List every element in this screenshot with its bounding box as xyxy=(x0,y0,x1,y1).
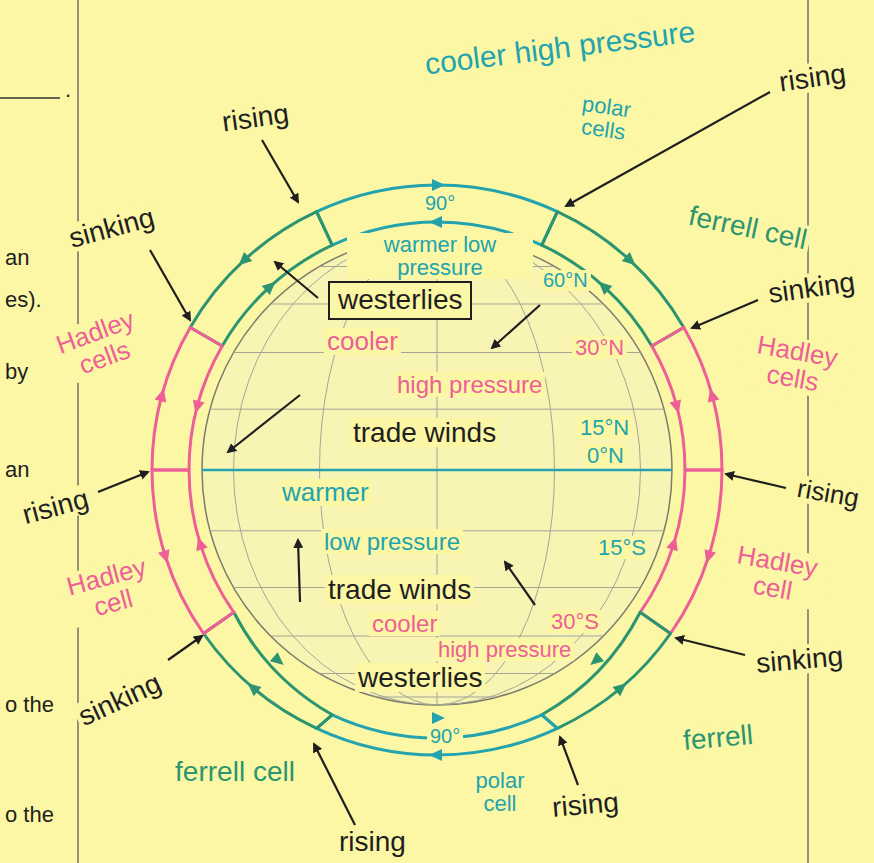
handwritten-label: low pressure xyxy=(321,529,463,554)
margin-text: o the xyxy=(2,803,57,826)
handwritten-label: 0°N xyxy=(584,444,627,467)
cell-arrowhead xyxy=(248,683,262,696)
cell-arrowhead xyxy=(599,282,613,295)
globe xyxy=(180,230,700,710)
handwritten-label: rising xyxy=(774,58,850,97)
handwritten-label: rising xyxy=(792,474,864,513)
handwritten-label: cooler high pressure xyxy=(420,15,700,80)
margin-line xyxy=(807,0,809,863)
cell-arrowhead xyxy=(262,282,276,295)
box-text: westerlies xyxy=(338,285,462,316)
handwritten-label: 60°N xyxy=(540,270,591,291)
margin-text: an xyxy=(2,458,32,481)
handwritten-label: high pressure xyxy=(435,638,574,661)
ferrell-cell-loop xyxy=(190,212,332,346)
handwritten-label: sinking xyxy=(71,667,168,733)
margin-text: an xyxy=(2,246,32,269)
margin-text: . xyxy=(62,78,74,101)
handwritten-label: westerlies xyxy=(355,663,485,692)
handwritten-label: Hadley cells xyxy=(738,329,852,401)
handwritten-label: Hadley cells xyxy=(41,302,159,390)
cell-arrowhead xyxy=(158,549,169,563)
margin-text: es). xyxy=(2,288,45,311)
cell-arrowhead xyxy=(270,652,284,665)
margin-text: by xyxy=(2,360,31,383)
handwritten-label: ferrell xyxy=(679,720,757,756)
cell-arrowhead xyxy=(432,712,445,724)
handwritten-label: 15°S xyxy=(595,536,649,559)
cell-arrowhead xyxy=(196,537,207,551)
cell-arrowhead xyxy=(155,389,167,403)
handwritten-label: Hadley cell xyxy=(718,539,832,611)
handwritten-label: 90° xyxy=(427,726,463,747)
cell-arrowhead xyxy=(666,537,677,551)
handwritten-label: ferrell cell xyxy=(683,200,812,255)
hadley-cell-loop xyxy=(652,328,722,471)
handwritten-label: Hadley cell xyxy=(52,550,169,630)
handwritten-label: polar cells xyxy=(559,89,651,147)
handwritten-label: 30°N xyxy=(572,336,627,359)
handwritten-label: polar cell xyxy=(457,769,543,815)
handwritten-label: warmer xyxy=(279,479,372,506)
handwritten-label: trade winds xyxy=(350,418,499,447)
hadley-cell-loop xyxy=(152,470,234,634)
handwritten-label: sinking xyxy=(752,641,847,678)
cell-arrowhead xyxy=(622,252,636,265)
boxed-label: westerlies xyxy=(328,281,472,320)
handwritten-label: cooler xyxy=(369,611,440,636)
handwritten-label: high pressure xyxy=(394,372,545,397)
cell-arrowhead xyxy=(193,399,205,413)
margin-line xyxy=(77,0,79,863)
handwritten-label: rising xyxy=(548,787,623,823)
hadley-cell-loop xyxy=(152,328,222,471)
cell-arrowhead xyxy=(708,389,720,403)
ferrell-cell-loop xyxy=(204,612,333,728)
pointer-arrows xyxy=(98,92,786,825)
handwritten-label: sinking xyxy=(763,267,859,309)
handwritten-label: cooler xyxy=(324,328,401,355)
margin-text: o the xyxy=(2,693,57,716)
handwritten-label: 90° xyxy=(422,193,458,214)
cell-arrowhead xyxy=(669,399,681,413)
blank-line xyxy=(0,97,60,99)
handwritten-label: rising xyxy=(16,483,94,530)
cell-arrowhead xyxy=(429,216,442,228)
handwritten-label: warmer low pressure xyxy=(347,233,533,279)
cell-arrowhead xyxy=(239,252,253,265)
cell-arrowhead xyxy=(705,549,716,563)
handwritten-label: trade winds xyxy=(325,575,474,604)
cell-arrowhead xyxy=(590,652,604,665)
cell-arrowhead xyxy=(613,683,627,696)
handwritten-label: ferrell cell xyxy=(172,757,298,786)
circulation-cells xyxy=(152,179,722,761)
handwritten-label: rising xyxy=(217,98,293,137)
cell-arrowhead xyxy=(429,749,442,761)
handwritten-label: 30°S xyxy=(548,610,602,633)
handwritten-label: 15°N xyxy=(577,416,632,439)
hadley-cell-loop xyxy=(640,470,722,634)
handwritten-label: rising xyxy=(336,827,409,856)
cell-arrowhead xyxy=(432,179,445,191)
